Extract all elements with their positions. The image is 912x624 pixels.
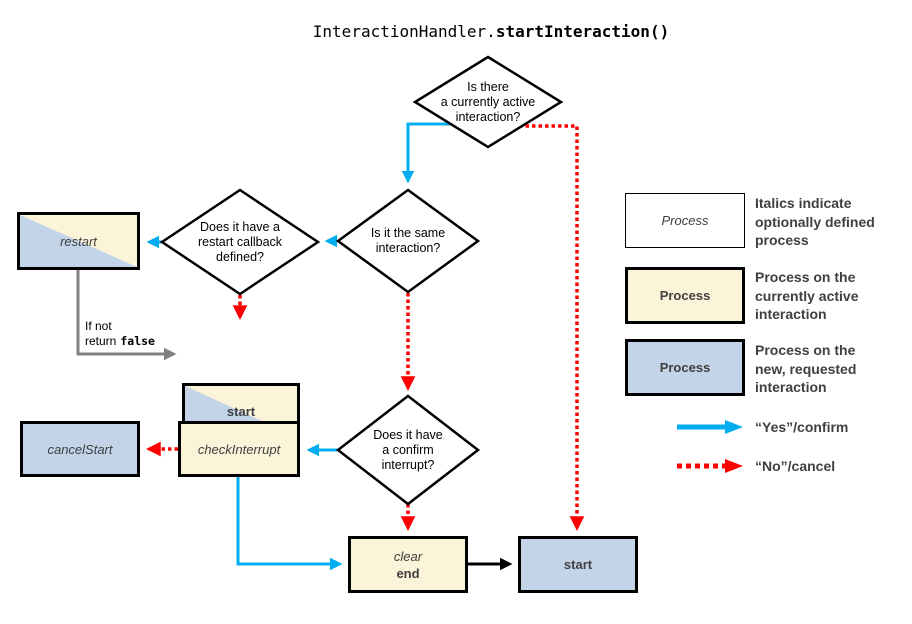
diamond-active-label: Is there a currently active interaction?	[440, 79, 536, 124]
legend-optional-box-label: Process	[661, 213, 709, 228]
legend-optional-desc: Italics indicate optionally defined proc…	[755, 195, 875, 248]
ifnot-note-false-keyword: false	[120, 334, 155, 348]
yes-arrow-legend-label: “Yes”/confirm	[755, 419, 849, 435]
clear-label: clear	[393, 548, 423, 564]
checkinterrupt-box: checkInterrupt	[178, 421, 300, 477]
diamond-same-shape	[335, 188, 481, 294]
legend-current-desc: Process on the currently active interact…	[755, 269, 859, 322]
ifnot-note-line1: If not	[85, 319, 112, 333]
title-namespace: InteractionHandler.	[312, 22, 496, 41]
diamond-confirmint-label: Does it have a confirm interrupt?	[373, 427, 443, 472]
legend-new-desc: Process on the new, requested interactio…	[755, 342, 857, 395]
start-current-box-label: start	[226, 404, 256, 419]
diamond-restartcb-label: Does it have a restart callback defined?	[197, 219, 283, 264]
legend-optional-box: Process	[625, 193, 745, 248]
title-method: startInteraction()	[495, 22, 670, 41]
legend-new-box: Process	[625, 339, 745, 396]
start-new-box-label: start	[563, 557, 593, 572]
start-new-box: start	[518, 536, 638, 593]
legend-new-box-label: Process	[659, 360, 711, 375]
arrow-restart-ifnot	[76, 270, 177, 361]
diamond-confirmint-shape	[335, 394, 481, 506]
end-label: end	[396, 565, 420, 581]
arrow-active-no	[519, 124, 585, 531]
yes-arrow-legend-icon	[677, 420, 743, 434]
cancelstart-box: cancelStart	[20, 421, 140, 477]
no-arrow-legend-icon	[677, 459, 743, 473]
arrow-active-yes	[401, 122, 453, 184]
clear-end-box: clear end	[348, 536, 468, 593]
restart-box-label: restart	[60, 233, 97, 249]
page-title: InteractionHandler.startInteraction()	[191, 22, 791, 41]
no-arrow-legend-label: “No”/cancel	[755, 458, 836, 474]
restart-box: restart	[17, 212, 140, 270]
diamond-same-label: Is it the same interaction?	[370, 226, 446, 255]
ifnot-note-return: return	[85, 334, 117, 348]
legend-current-box: Process	[625, 267, 745, 324]
arrow-checkinterrupt-to-clearend	[236, 477, 343, 571]
legend-current-box-label: Process	[659, 288, 711, 303]
diamond-restartcb-shape	[159, 188, 321, 296]
cancelstart-box-label: cancelStart	[47, 441, 113, 457]
diamond-active-shape	[412, 55, 564, 149]
checkinterrupt-box-label: checkInterrupt	[197, 441, 281, 457]
